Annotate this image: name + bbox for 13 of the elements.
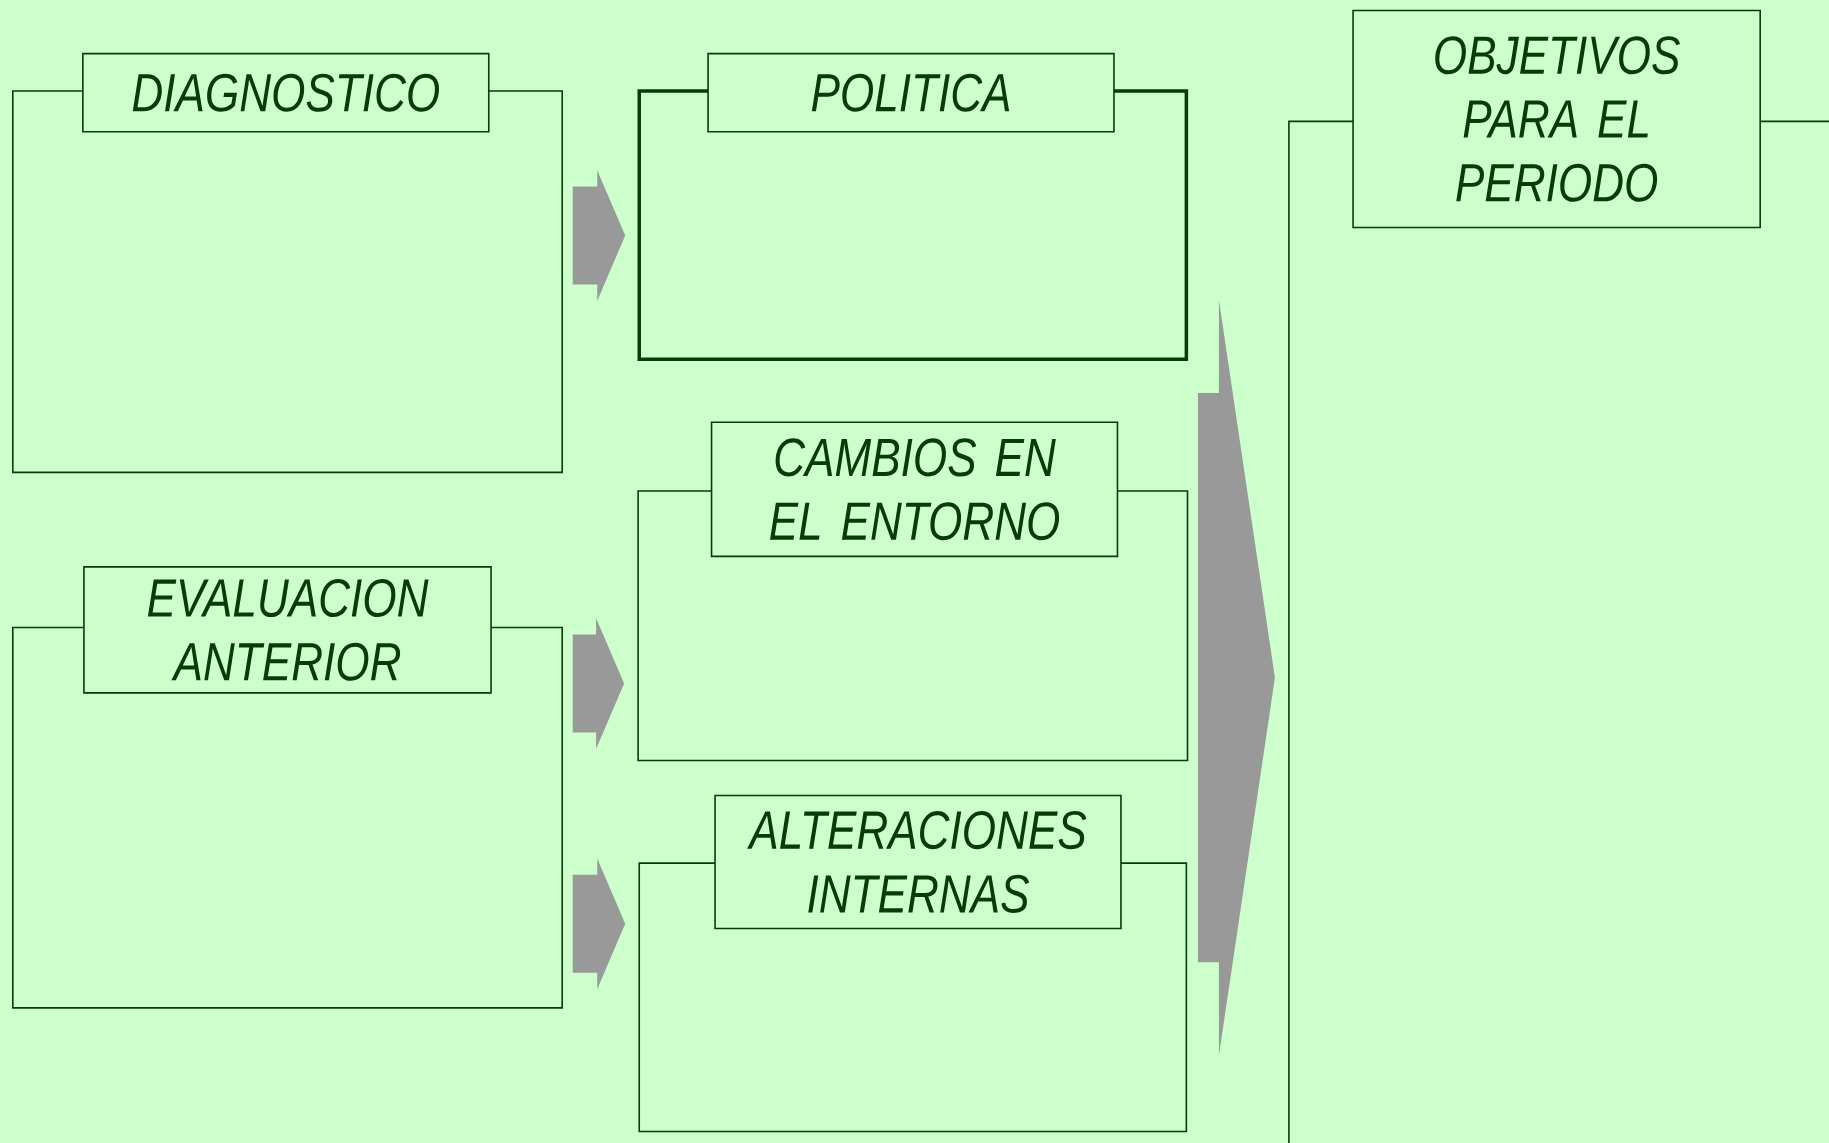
titled-box: ALTERACIONES INTERNAS [638,794,1188,1133]
titled-box: OBJETIVOS PARA EL PERIODO [1288,9,1829,1143]
titled-box: CAMBIOS EN EL ENTORNO [637,421,1189,762]
node-label: ALTERACIONES [747,811,1087,850]
titled-box: EVALUACION ANTERIOR [12,566,563,1009]
node-label: EVALUACION [147,578,429,618]
node-label: OBJETIVOS [1435,36,1680,75]
titled-box: POLITICA [637,52,1189,361]
block-arrow [572,618,625,749]
block-arrow [572,170,626,301]
titled-box: DIAGNOSTICO [12,52,563,474]
block-arrow [572,858,626,990]
node-label: CAMBIOS EN [775,438,1056,477]
